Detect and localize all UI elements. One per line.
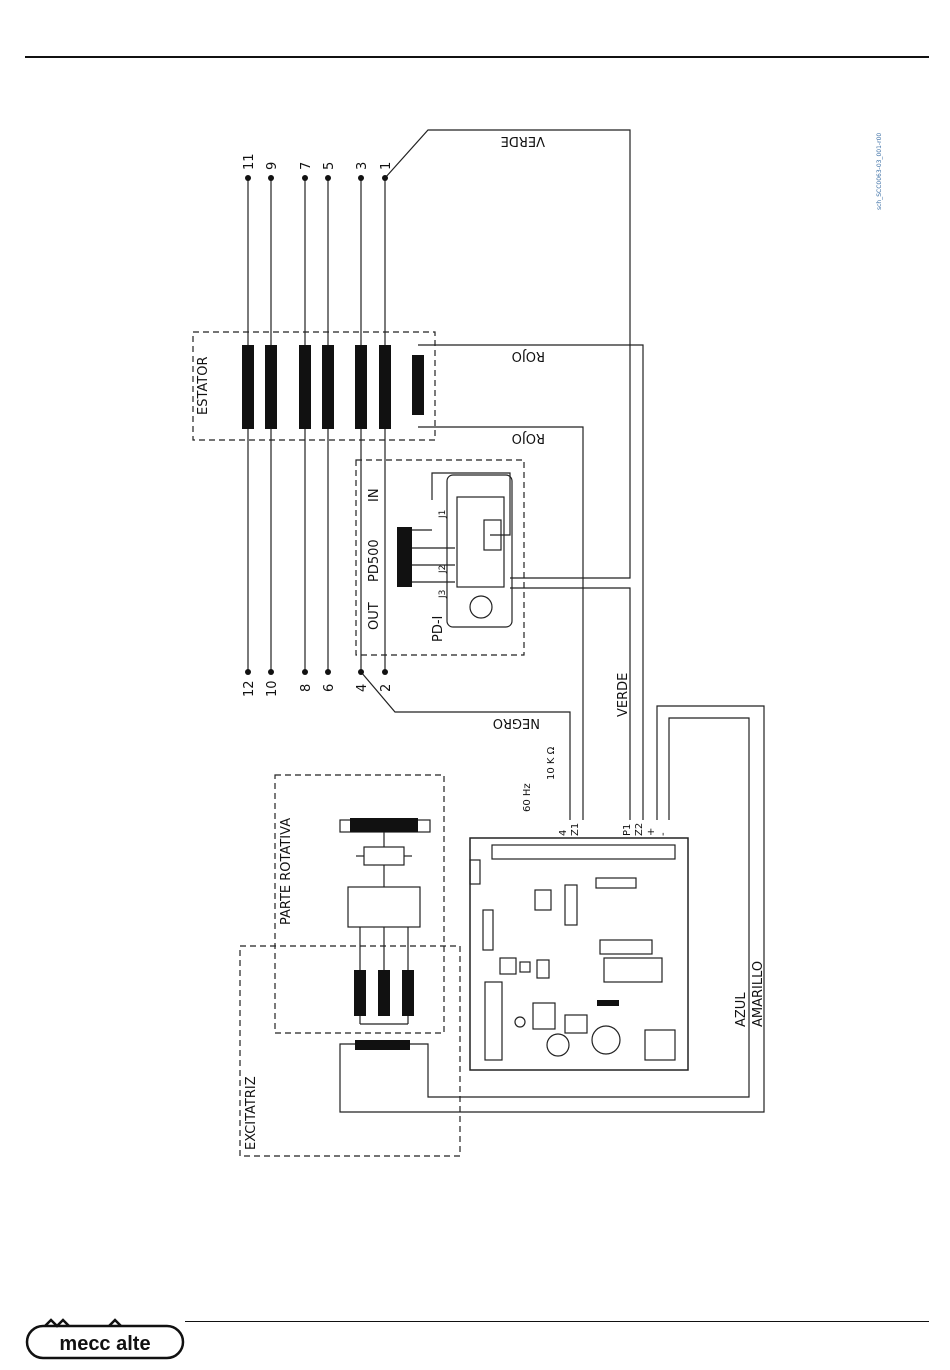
label-z1: Z1 (570, 823, 581, 836)
terminal-8: 8 (299, 684, 314, 692)
terminal-10: 10 (265, 680, 280, 697)
label-p1: P1 (622, 824, 633, 836)
terminal-12: 12 (242, 680, 257, 697)
terminal-3: 3 (355, 162, 370, 170)
parte-rotativa-label: PARTE ROTATIVA (279, 818, 294, 925)
excitatriz-box (240, 946, 460, 1156)
wire-verde-top: VERDE (501, 133, 545, 148)
doc-ref: sch_SCC0063-03_001-r00 (876, 133, 883, 210)
pd500-label: PD500 (367, 539, 382, 582)
excitatriz-label: EXCITATRIZ (244, 1076, 259, 1150)
j3-label: J3 (438, 590, 448, 599)
label-t4: 4 (558, 830, 569, 836)
terminal-7: 7 (299, 162, 314, 170)
wire-amarillo: AMARILLO (751, 961, 766, 1027)
logo-text: mecc alte (59, 1333, 150, 1355)
in-label: IN (367, 488, 382, 502)
out-label: OUT (367, 602, 382, 630)
label-60hz: 60 Hz (522, 783, 533, 812)
pd-i-label: PD-I (431, 616, 446, 642)
wire-verde-mid: VERDE (616, 673, 631, 717)
j2-label: J2 (438, 565, 448, 574)
terminal-1: 1 (379, 162, 394, 170)
meccalte-logo: mecc alte (25, 1318, 185, 1362)
estator-label: ESTATOR (196, 357, 211, 416)
terminal-2: 2 (379, 684, 394, 692)
terminal-5: 5 (322, 162, 337, 170)
label-z2: Z2 (634, 823, 645, 836)
terminal-4: 4 (355, 684, 370, 692)
label-10k: 10 K Ω (546, 746, 557, 780)
label-minus: - (658, 832, 669, 836)
terminal-9: 9 (265, 162, 280, 170)
j1-label: J1 (438, 510, 448, 519)
wire-rojo-2: ROJO (512, 430, 545, 445)
label-plus: + (646, 828, 657, 836)
wire-rojo-1: ROJO (512, 348, 545, 363)
terminal-6: 6 (322, 684, 337, 692)
wire-azul: AZUL (734, 992, 749, 1027)
wire-negro: NEGRO (493, 715, 540, 730)
estator-box (193, 332, 435, 440)
terminal-11: 11 (242, 153, 257, 170)
